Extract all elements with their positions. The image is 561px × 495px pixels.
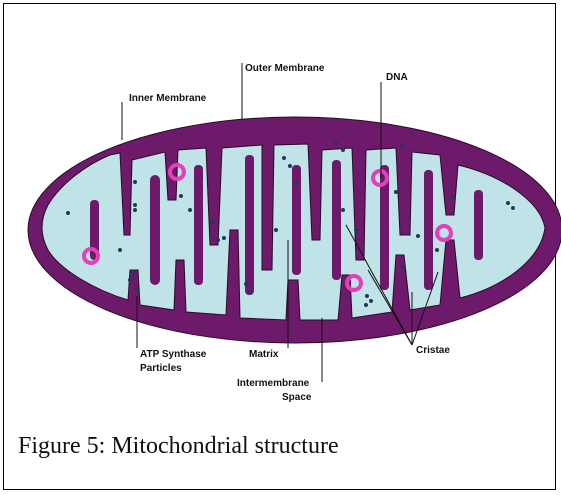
label-intermembrane: Intermembrane [237,378,310,389]
label-atp-particles: Particles [140,363,182,374]
label-matrix: Matrix [249,349,279,360]
label-intermembrane-space: Space [282,392,312,403]
label-outer-membrane: Outer Membrane [245,63,325,74]
label-cristae: Cristae [416,345,450,356]
label-dna: DNA [386,72,408,83]
label-inner-membrane: Inner Membrane [129,93,207,104]
label-atp-synthase: ATP Synthase [140,349,207,360]
figure-caption: Figure 5: Mitochondrial structure [18,433,339,460]
